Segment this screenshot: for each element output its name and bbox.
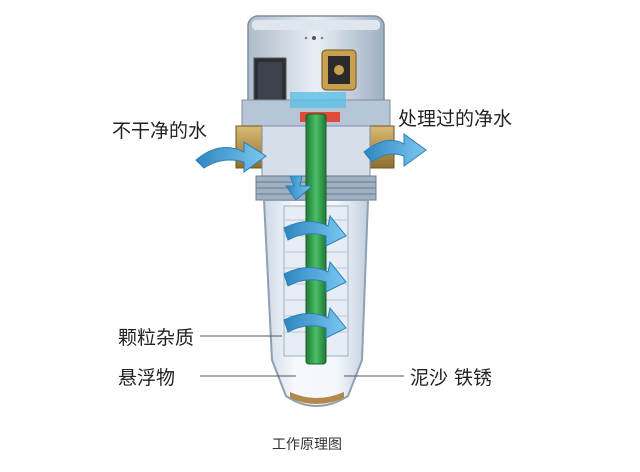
label-suspended: 悬浮物 (118, 367, 176, 389)
flow-arrows (195, 133, 427, 339)
diagram-caption: 工作原理图 (272, 437, 342, 453)
label-inlet: 不干净的水 (112, 120, 208, 142)
label-sediment: 泥沙 铁锈 (410, 367, 493, 389)
label-outlet: 处理过的净水 (398, 108, 513, 130)
label-particles: 颗粒杂质 (118, 327, 195, 349)
leader-lines (200, 335, 404, 377)
